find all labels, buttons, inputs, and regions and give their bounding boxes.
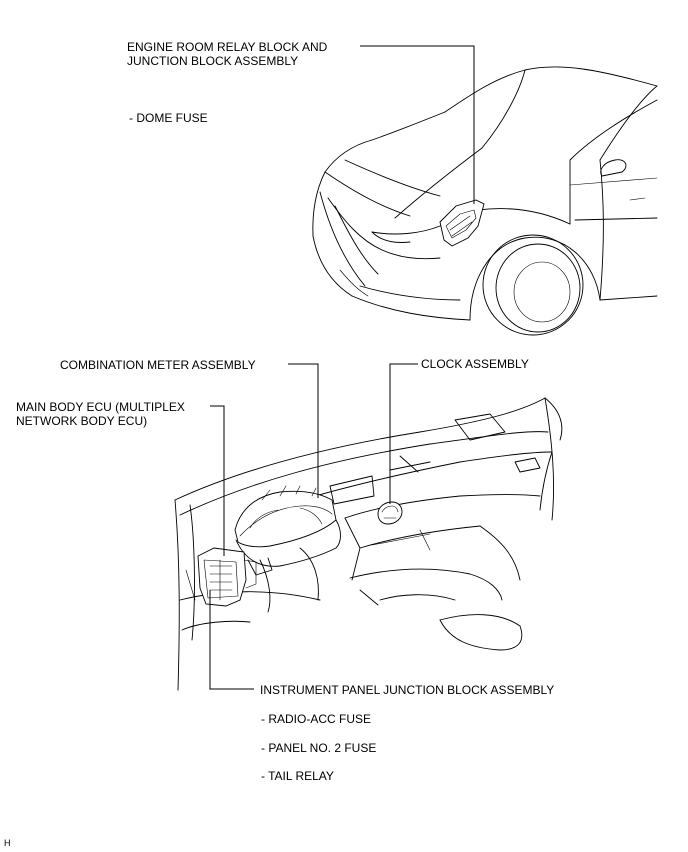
leader-line-combination-meter [288,363,319,498]
main-body-ecu-label-line1: MAIN BODY ECU (MULTIPLEX [16,400,185,414]
engine-relay-label-line1: ENGINE ROOM RELAY BLOCK AND [127,40,328,54]
leader-line-engine-relay [360,45,475,204]
main-body-ecu-label-line2: NETWORK BODY ECU) [16,414,148,428]
tail-relay-label: - TAIL RELAY [261,769,334,783]
leader-line-instrument-panel-jb [209,590,254,690]
dashboard-drawing [174,397,563,691]
clock-label: CLOCK ASSEMBLY [421,357,529,371]
instrument-panel-jb-label: INSTRUMENT PANEL JUNCTION BLOCK ASSEMBLY [260,683,555,697]
leader-line-clock [389,363,418,504]
combination-meter-label: COMBINATION METER ASSEMBLY [60,358,256,372]
corner-mark: H [4,838,11,848]
panel-no2-fuse-label: - PANEL NO. 2 FUSE [261,741,377,755]
radio-acc-fuse-label: - RADIO-ACC FUSE [261,712,372,726]
car-exterior-drawing [312,66,658,336]
engine-relay-label-line2: JUNCTION BLOCK ASSEMBLY [127,54,299,68]
dome-fuse-label: - DOME FUSE [129,111,208,125]
leader-line-main-body-ecu [210,405,225,556]
